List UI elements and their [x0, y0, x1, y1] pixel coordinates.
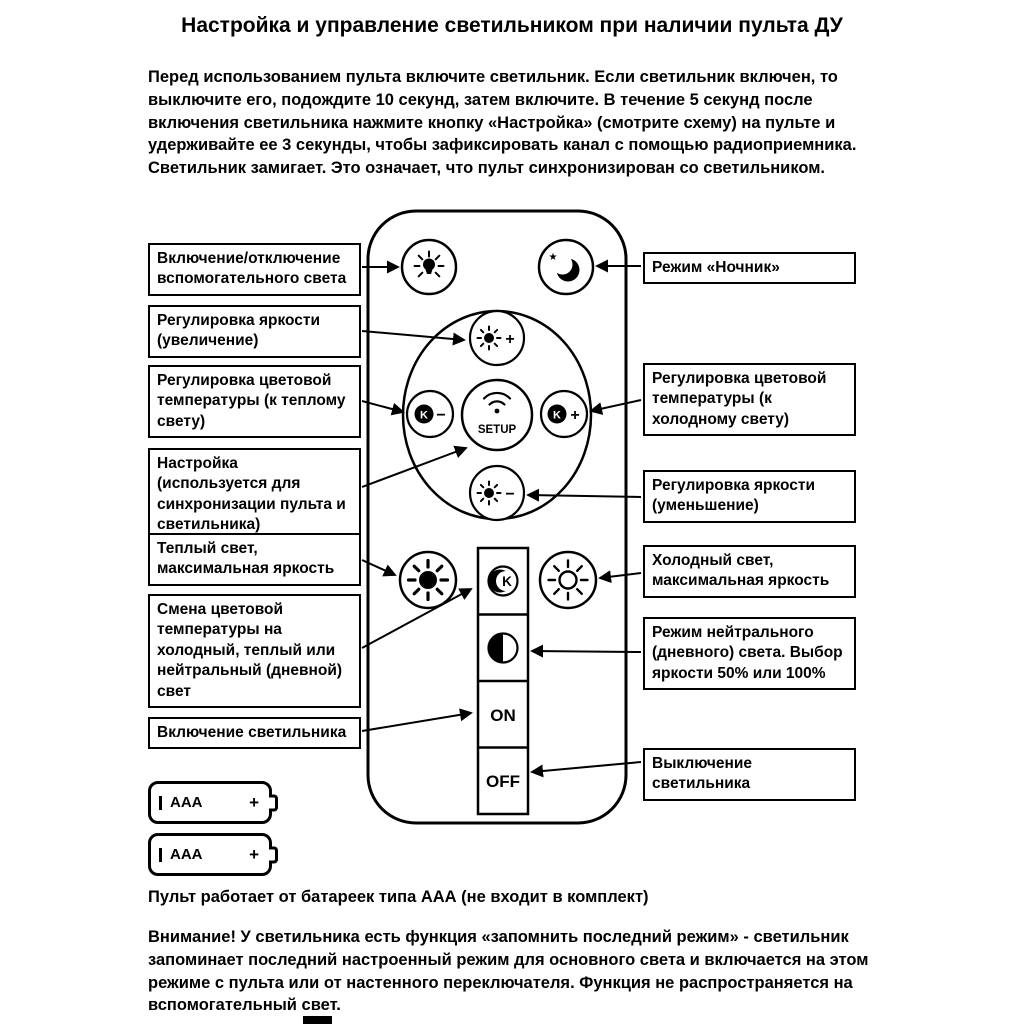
battery-plus-sign: + [249, 792, 259, 812]
callout-on: Включение светильника [148, 717, 361, 750]
callout-cold-temp: Регулировка цветовой температуры (к холо… [643, 363, 856, 437]
callout-night-mode: Режим «Ночник» [643, 252, 856, 285]
minus-glyph: − [436, 407, 445, 424]
arrow-brightness-down [526, 488, 642, 502]
arrow-off [530, 761, 642, 778]
arrow-cold-max [598, 570, 642, 584]
battery-aaa-2: AAA + [148, 833, 278, 876]
scan-artifact [303, 1016, 332, 1024]
battery-label: AAA [170, 794, 203, 811]
off-button: OFF [486, 772, 520, 791]
callout-brightness-up: Регулировка яркости (увеличение) [148, 305, 361, 358]
callout-cold-max: Холодный свет, максимальная яркость [643, 545, 856, 598]
bulb-icon [413, 250, 445, 278]
battery-nub [269, 794, 278, 811]
callout-warm-temp: Регулировка цветовой температуры (к тепл… [148, 365, 361, 439]
night-mode-button: ★ [537, 238, 595, 296]
intro-paragraph: Перед использованием пульта включите све… [148, 68, 857, 178]
brightness-up-button: + [468, 309, 526, 367]
warm-max-button [398, 550, 458, 610]
k-circle-icon [414, 404, 434, 424]
callout-aux-light: Включение/отключение вспомогательного св… [148, 243, 361, 296]
sun-icon [476, 480, 502, 506]
battery-label: AAA [170, 846, 203, 863]
cold-max-button [538, 550, 598, 610]
moon-icon: ★ [549, 252, 580, 282]
sun-icon [476, 325, 502, 351]
arrow-cold-temp [589, 399, 642, 415]
callout-warm-max: Теплый свет, максимальная яркость [148, 533, 361, 586]
callout-color-cycle: Смена цветовой температуры на холодный, … [148, 594, 361, 709]
k-glyph: K [502, 574, 512, 589]
half-disc-icon [488, 633, 503, 663]
filled-sun-icon [406, 558, 450, 602]
battery-aaa-1: AAA + [148, 781, 278, 824]
setup-label: SETUP [478, 424, 517, 436]
button-column: K ON OFF [476, 546, 530, 816]
arrow-warm-temp [361, 400, 405, 416]
plus-glyph: + [570, 407, 579, 424]
aux-light-button [400, 238, 458, 296]
callout-off: Выключение светильника [643, 748, 856, 801]
callout-setup: Настройка (используется для синхронизаци… [148, 448, 361, 542]
wifi-icon [482, 391, 512, 414]
neutral-mode-button [487, 632, 519, 664]
arrow-color-cycle [361, 588, 473, 649]
battery-note: Пульт работает от батареек типа ААА (не … [148, 888, 649, 906]
k-circle-icon [547, 404, 567, 424]
arrow-setup [361, 445, 468, 488]
callout-neutral-mode: Режим нейтрального (дневного) света. Выб… [643, 617, 856, 691]
arrow-neutral-mode [530, 644, 642, 658]
arrow-on [361, 708, 473, 732]
page-title: Настройка и управление светильником при … [181, 14, 843, 37]
color-temp-cold-button: K + [539, 389, 589, 439]
color-cycle-button: K [487, 565, 519, 597]
minus-glyph: − [505, 486, 514, 503]
battery-terminal-mark [159, 795, 162, 810]
star-glyph: ★ [549, 252, 558, 263]
k-glyph: K [420, 410, 428, 422]
plus-glyph: + [505, 331, 514, 348]
brightness-down-button: − [468, 464, 526, 522]
callout-brightness-down: Регулировка яркости (уменьшение) [643, 470, 856, 523]
arrow-brightness-up [361, 330, 466, 346]
callout-arrows [361, 259, 642, 778]
battery-plus-sign: + [249, 844, 259, 864]
k-glyph: K [553, 410, 561, 422]
battery-terminal-mark [159, 847, 162, 862]
arrow-warm-max [361, 559, 397, 577]
setup-button: SETUP [460, 378, 534, 452]
on-button: ON [490, 706, 516, 725]
battery-nub [269, 846, 278, 863]
color-temp-warm-button: K − [405, 389, 455, 439]
warning-paragraph: Внимание! У светильника есть функция «за… [148, 928, 869, 1015]
